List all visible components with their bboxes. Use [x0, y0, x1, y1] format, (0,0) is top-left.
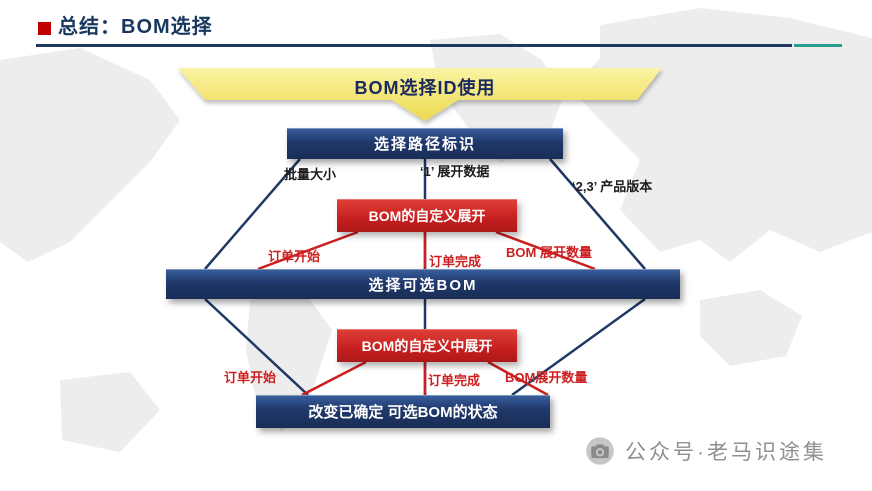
banner-title: BOM选择ID使用: [354, 78, 496, 98]
watermark-text: 公众号·老马识途集: [625, 441, 827, 464]
node-select-optional-bom: 选择可选BOM: [166, 269, 680, 299]
label-order-done-1: 订单完成: [429, 254, 482, 269]
title-bullet-square: [38, 22, 51, 35]
title-underline: [36, 44, 792, 47]
node-change-status: 改变已确定 可选BOM的状态: [256, 395, 550, 428]
label-product-version: ‘2,3’ 产品版本: [572, 179, 653, 194]
label-order-done-2: 订单完成: [428, 373, 481, 388]
blue-connectors: [204, 158, 646, 397]
label-batch-size: 批量大小: [284, 167, 337, 182]
banner-ribbon-shape: [178, 68, 662, 121]
watermark: 公众号·老马识途集: [585, 436, 827, 466]
page-title: 总结：BOM选择: [58, 16, 213, 38]
camera-icon: [586, 437, 614, 465]
label-order-start-2: 订单开始: [224, 370, 277, 385]
node-custom-mid-expand: BOM的自定义中展开: [337, 329, 517, 362]
label-order-start-1: 订单开始: [268, 249, 321, 264]
label-expand-data: ‘1’ 展开数据: [420, 164, 490, 179]
title-underline-accent: [794, 44, 842, 47]
label-bom-qty-2: BOM展开数量: [505, 370, 588, 385]
red-connectors: [257, 230, 596, 397]
node-path-identifier: 选择路径标识: [287, 128, 563, 159]
node-custom-expand: BOM的自定义展开: [337, 199, 517, 232]
label-bom-qty-1: BOM 展开数量: [506, 245, 592, 260]
